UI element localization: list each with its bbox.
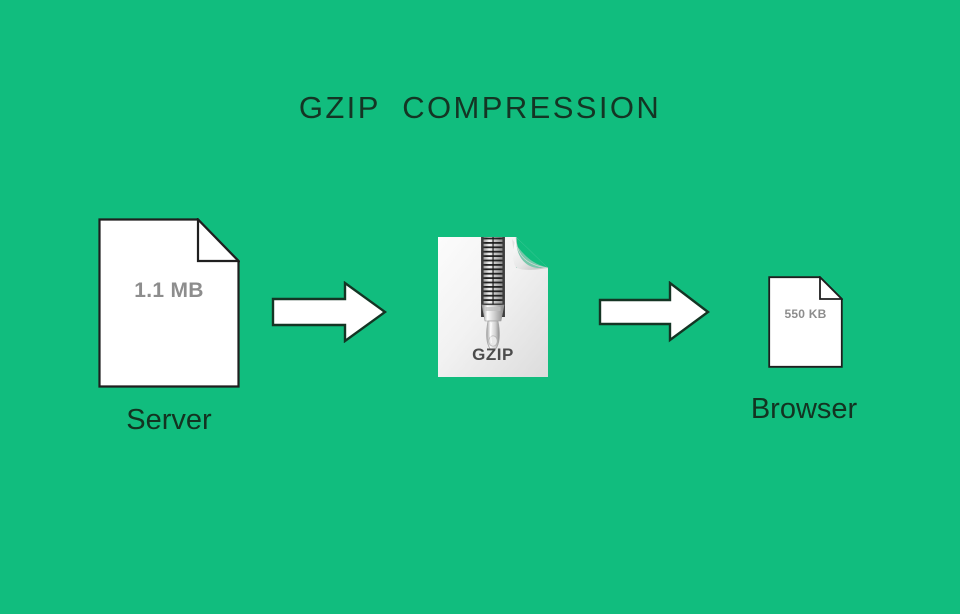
document-page-shape (98, 218, 240, 388)
right-arrow-icon (598, 281, 710, 343)
gzip-file-icon: GZIP (438, 237, 548, 377)
browser-document-icon: 550 KB (768, 276, 843, 368)
server-document-icon: 1.1 MB (98, 218, 240, 388)
browser-caption: Browser (750, 393, 858, 425)
page-title: GZIP COMPRESSION (298, 90, 662, 125)
zip-file-shape (438, 237, 548, 377)
document-page-shape (768, 276, 843, 368)
server-caption: Server (126, 404, 212, 436)
arrow-server-to-gzip (271, 281, 387, 343)
right-arrow-icon (271, 281, 387, 343)
arrow-gzip-to-browser (598, 281, 710, 343)
